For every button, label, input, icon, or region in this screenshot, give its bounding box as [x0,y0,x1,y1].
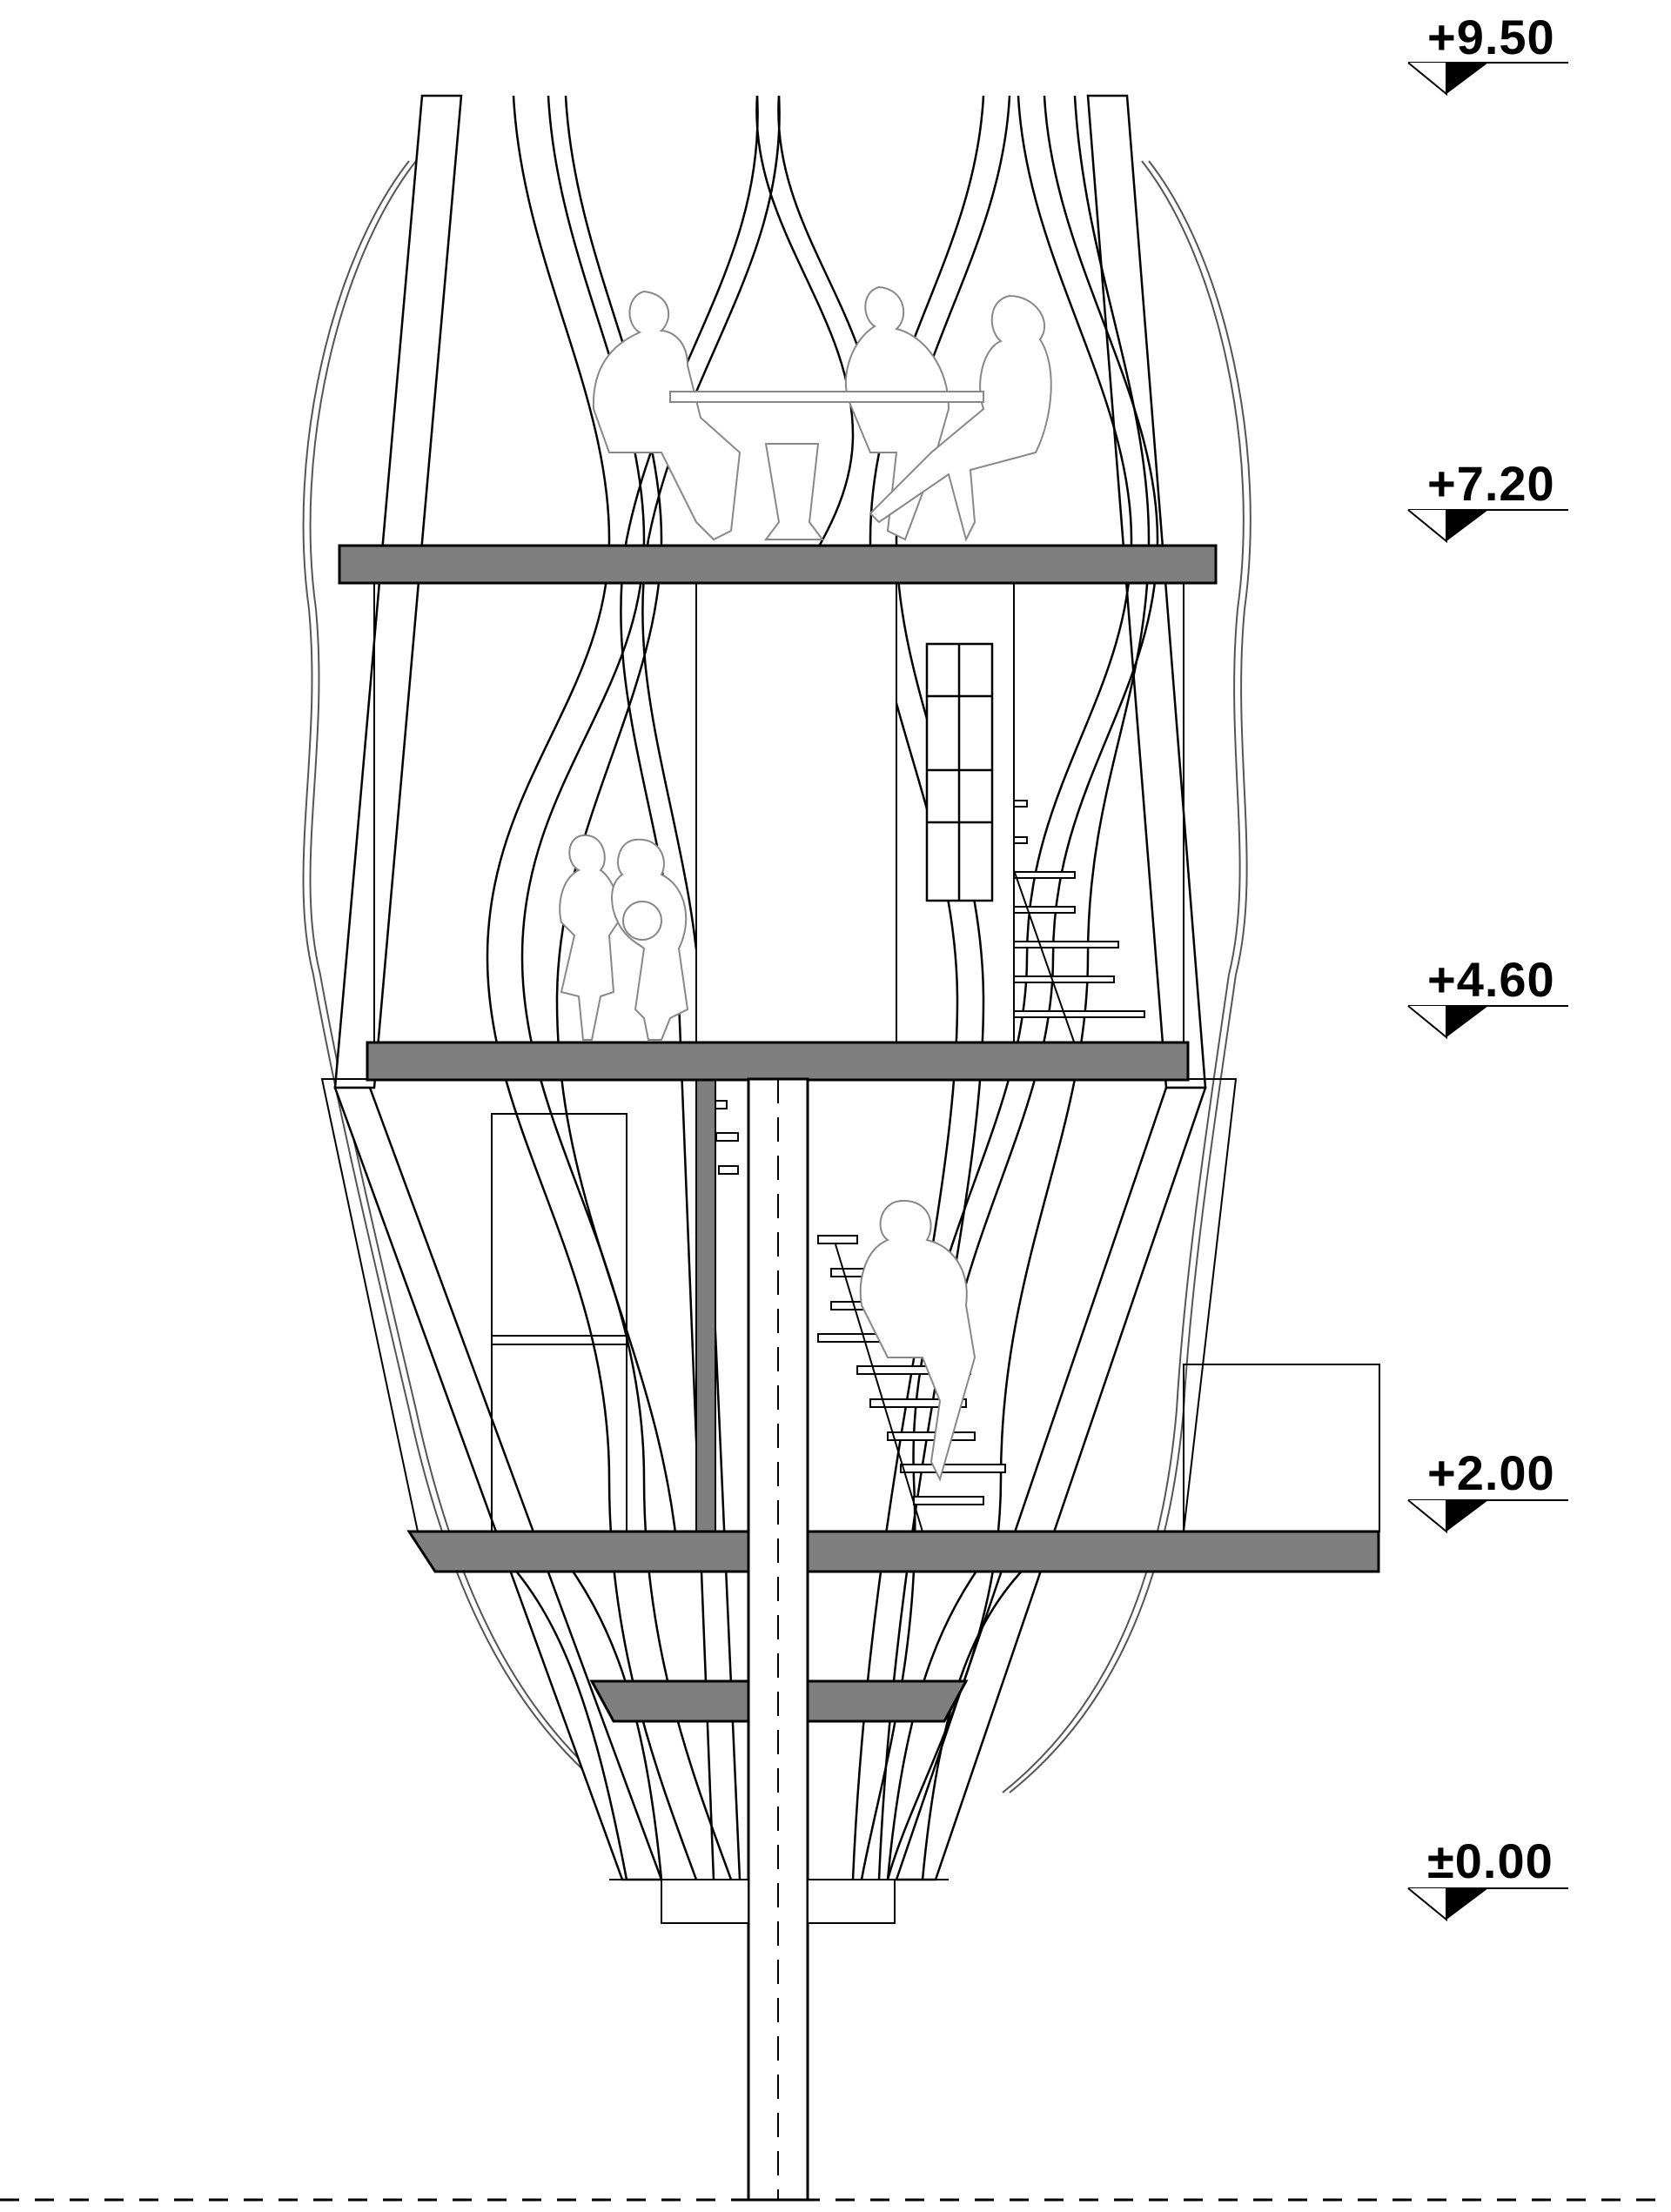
floor-slabs [338,544,1380,1723]
slab-720 [338,544,1218,585]
lower-stair [713,1100,1006,1532]
level-label: +2.00 [1427,1445,1555,1500]
slab-460 [366,1041,1190,1082]
slab-200 [406,1530,1380,1573]
person-on-stair [859,1199,976,1482]
core-volume-upper [695,582,897,1045]
child-left [559,834,621,1041]
upper-stair [1013,800,1145,1045]
dining-table [669,391,984,540]
annex-box [1183,1364,1380,1532]
base-foot [609,1879,949,1924]
level-label: +4.60 [1427,952,1555,1007]
upper-window [925,642,994,902]
people-silhouettes [559,285,1052,1482]
level-label: +9.50 [1427,10,1555,64]
core-partition [695,1078,716,1532]
level-marker-950: +9.50 [1407,10,1568,97]
level-marker-200: +2.00 [1407,1445,1568,1534]
level-marker-460: +4.60 [1407,952,1568,1040]
child-right [611,838,689,1041]
outer-envelope [302,160,1252,1793]
level-marker-720: +7.20 [1407,456,1568,544]
person-seated-left [592,290,742,541]
level-label: ±0.00 [1427,1833,1554,1888]
level-label: +7.20 [1427,456,1555,511]
person-seated-right [869,294,1052,542]
level-marker-000: ±0.00 [1407,1833,1568,1922]
